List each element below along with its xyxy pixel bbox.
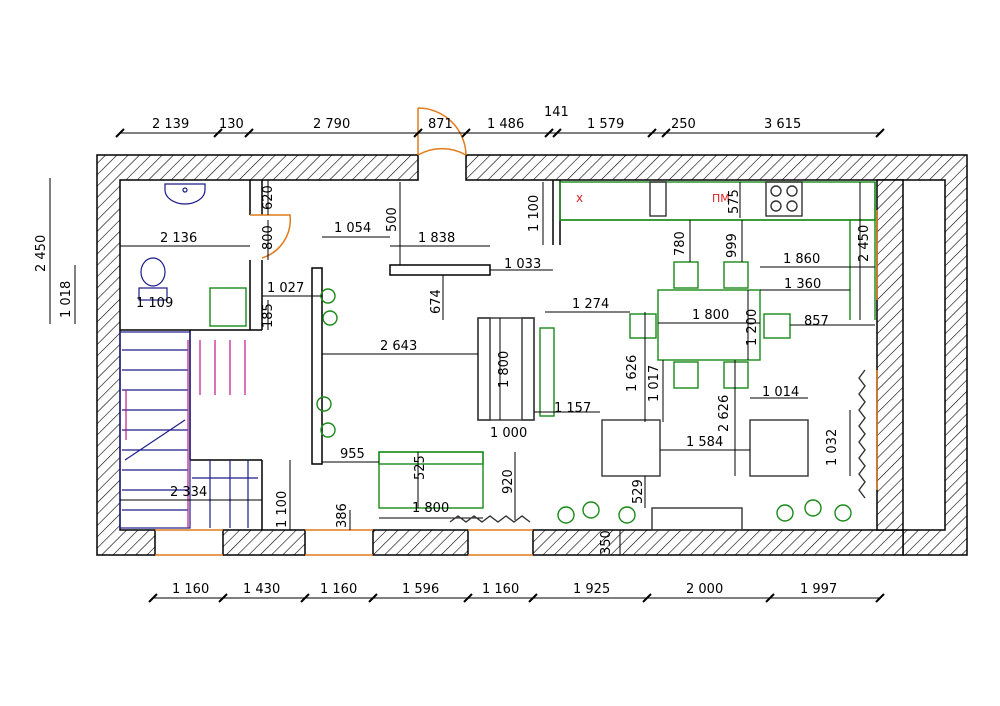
bottom-dimension-ticks [148, 593, 885, 603]
toilet-icon [138, 257, 168, 301]
kitchen-x-label: x [576, 191, 583, 205]
top-dim-label: 1 579 [587, 117, 624, 132]
top-dim-label: 2 790 [313, 117, 350, 132]
dim-label: 185 [261, 303, 276, 328]
dim-label: 1 109 [136, 296, 173, 311]
dim-label: 1 838 [418, 231, 455, 246]
dim-label: 2 334 [170, 485, 207, 500]
left-dim-label: 2 450 [34, 235, 49, 272]
kitchen-pm-label: ПМ [712, 192, 730, 205]
dim-label: 674 [429, 289, 444, 314]
dim-label: 575 [727, 189, 742, 214]
bottom-dim-label: 1 160 [482, 582, 519, 597]
dim-label: 920 [501, 469, 516, 494]
dim-label: 1 360 [784, 277, 821, 292]
dim-label: 1 200 [745, 309, 760, 346]
bottom-dim-label: 1 925 [573, 582, 610, 597]
dim-label: 1 860 [783, 252, 820, 267]
windows [155, 210, 878, 556]
dim-label: 529 [631, 479, 646, 504]
interior-vertical-labels: 620 800 185 1 100 500 674 1 100 1 800 52… [261, 185, 872, 555]
dim-label: 1 274 [572, 297, 609, 312]
dim-label: 800 [261, 225, 276, 250]
top-dimension-labels: 2 139 130 2 790 871 1 486 141 1 579 250 … [152, 105, 801, 132]
dim-label: 1 014 [762, 385, 799, 400]
dim-label: 1 100 [527, 195, 542, 232]
bottom-dim-label: 1 160 [320, 582, 357, 597]
sink-icon [164, 183, 206, 205]
sofa-green [378, 451, 484, 509]
shower-tray [209, 287, 247, 327]
interior-partitions [120, 180, 561, 530]
interior-dimension-labels: 2 136 1 109 1 027 2 334 1 054 1 838 1 03… [136, 221, 829, 516]
top-dim-label: 250 [671, 117, 696, 132]
dim-label: 1 054 [334, 221, 371, 236]
tv-stand [651, 507, 743, 531]
dim-label: 955 [340, 447, 365, 462]
bottom-dim-label: 1 997 [800, 582, 837, 597]
entrance-door [417, 107, 467, 156]
dim-label: 500 [385, 207, 400, 232]
dim-label: 999 [725, 233, 740, 258]
top-dim-label: 1 486 [487, 117, 524, 132]
dim-label: 2 626 [717, 395, 732, 432]
dim-label: 1 157 [554, 401, 591, 416]
bottom-dimension-labels: 1 160 1 430 1 160 1 596 1 160 1 925 2 00… [172, 582, 837, 597]
dim-label: 1 584 [686, 435, 723, 450]
dim-label: 1 032 [825, 429, 840, 466]
sofa-main [477, 317, 535, 421]
dim-label: 1 017 [647, 365, 662, 402]
dim-label: 1 027 [267, 281, 304, 296]
kitchen-counter [559, 181, 876, 320]
dim-label: 1 800 [497, 351, 512, 388]
dim-label: 1 800 [412, 501, 449, 516]
bottom-dim-label: 1 160 [172, 582, 209, 597]
dim-label: 1 100 [275, 491, 290, 528]
dim-label: 2 136 [160, 231, 197, 246]
dim-label: 620 [261, 185, 276, 210]
dim-label: 350 [599, 530, 614, 555]
dim-label: 386 [335, 503, 350, 528]
dim-label: 1 800 [692, 308, 729, 323]
top-dim-label: 2 139 [152, 117, 189, 132]
armchairs [601, 419, 809, 477]
dining-table [629, 261, 791, 389]
top-dim-label: 130 [219, 117, 244, 132]
plant-icons [316, 288, 852, 524]
dim-label: 2 643 [380, 339, 417, 354]
radiator [449, 369, 866, 523]
bottom-dim-label: 2 000 [686, 582, 723, 597]
coffee-table [539, 327, 555, 417]
dim-label: 525 [413, 455, 428, 480]
outer-walls [96, 154, 968, 556]
top-dim-label: 3 615 [764, 117, 801, 132]
staircase [119, 331, 258, 529]
dim-label: 780 [673, 231, 688, 256]
top-dimension-ticks [115, 128, 885, 138]
dimension-lines [49, 132, 880, 599]
dim-label: 857 [804, 314, 829, 329]
bottom-dim-label: 1 430 [243, 582, 280, 597]
dim-label: 1 626 [625, 355, 640, 392]
bottom-dim-label: 1 596 [402, 582, 439, 597]
top-dim-label: 871 [428, 117, 453, 132]
left-dim-label: 1 018 [59, 281, 74, 318]
dim-label: 1 000 [490, 426, 527, 441]
dim-label: 1 033 [504, 257, 541, 272]
dim-label: 2 450 [857, 225, 872, 262]
top-dim-label: 141 [544, 105, 569, 120]
